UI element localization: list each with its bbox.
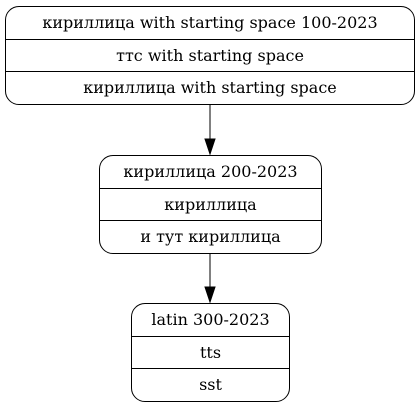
diagram-node-2: кириллица 200-2023 кириллица и тут кирил… [99,155,322,254]
node-1-row-3: кириллица with starting space [6,71,414,104]
node-2-title: кириллица 200-2023 [123,161,298,181]
diagram-node-1: кириллица with starting space 100-2023 т… [5,6,415,105]
edge-1-to-2 [204,105,216,156]
node-3-title: latin 300-2023 [151,309,270,329]
diagram-node-3: latin 300-2023 tts sst [131,303,290,402]
node-2-row-3: и тут кириллица [100,220,321,253]
node-1-title: кириллица with starting space 100-2023 [42,12,378,32]
node-1-row-2: ттс with starting space [6,38,414,72]
node-2-row-2: кириллица [100,187,321,221]
node-3-row-3: sst [132,368,289,401]
node-3-row-2: tts [132,335,289,369]
edge-2-to-3 [204,254,216,304]
